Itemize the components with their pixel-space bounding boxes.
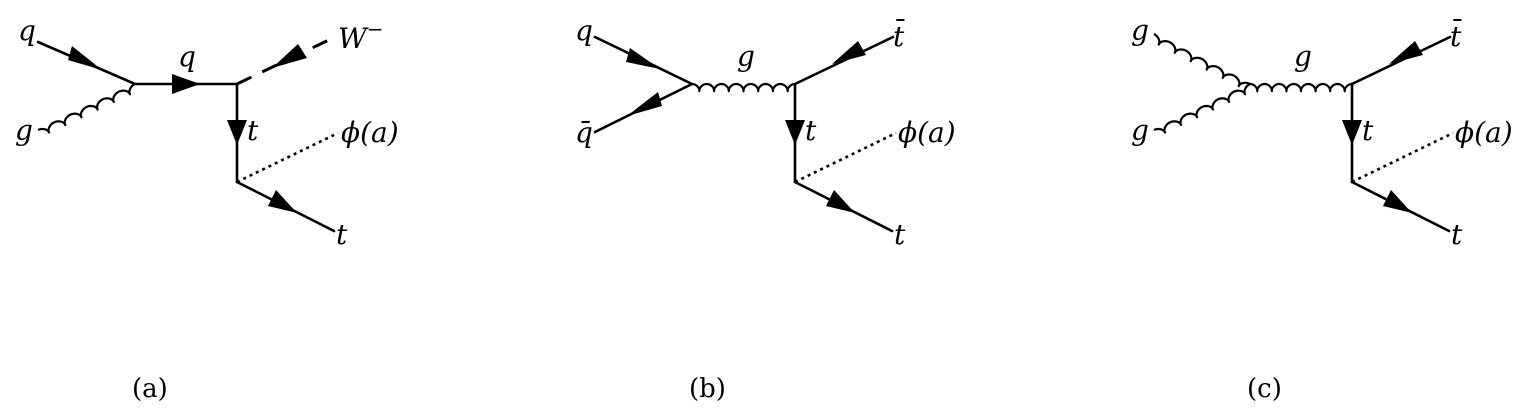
label-out-bottom: t [336, 218, 348, 251]
internal-gluon-line [691, 82, 796, 93]
label-out-top: t̄ [893, 18, 906, 53]
label-in-top: q [18, 14, 36, 47]
label-in-top: g [1131, 14, 1149, 47]
label-scalar: ϕ(a) [341, 116, 399, 149]
label-out-bottom: t [1451, 218, 1463, 251]
label-vertical: t [247, 114, 259, 147]
label-vertical: t [1362, 114, 1374, 147]
antiquark-arrow [627, 92, 662, 116]
w-boson-line [236, 35, 336, 86]
label-internal: g [737, 40, 755, 73]
outgoing-top-arrow [268, 190, 297, 213]
scalar-line [236, 131, 339, 184]
label-internal: g [1294, 40, 1312, 73]
incoming-gluon-top-line [1153, 33, 1251, 88]
diagram-c: g g g t̄ t ϕ(a) t (c) [1131, 14, 1513, 404]
label-out-top: W− [338, 17, 384, 55]
label-vertical: t [805, 114, 817, 147]
top-propagator-arrow [785, 120, 805, 145]
quark-arrow [626, 48, 660, 69]
label-scalar: ϕ(a) [898, 116, 956, 149]
scalar-line [794, 131, 897, 184]
quark-arrow [68, 46, 102, 70]
label-in-bottom: g [1131, 114, 1149, 147]
label-scalar: ϕ(a) [1455, 116, 1513, 149]
label-in-top: q [575, 14, 593, 47]
caption-c: (c) [1247, 374, 1282, 404]
antitop-arrow [832, 41, 866, 64]
outgoing-top-arrow [1383, 190, 1412, 213]
antitop-arrow [1389, 41, 1423, 64]
diagram-b: q q̄ g t̄ t ϕ(a) t (b) [575, 14, 956, 404]
top-propagator-arrow [1342, 120, 1362, 145]
label-in-bottom: q̄ [575, 116, 593, 149]
top-propagator-arrow [227, 120, 247, 145]
label-in-bottom: g [15, 114, 33, 147]
label-internal: q [178, 40, 196, 73]
label-out-bottom: t [894, 218, 906, 251]
caption-a: (a) [132, 374, 168, 404]
internal-quark-arrow [172, 74, 200, 94]
label-w: W [338, 22, 369, 55]
scalar-line [1351, 131, 1454, 184]
internal-gluon-line [1249, 82, 1353, 93]
incoming-gluon-bottom-line [1153, 83, 1251, 134]
incoming-gluon-line [37, 83, 136, 134]
w-boson-arrow [272, 44, 307, 68]
diagram-a: q g q W− t ϕ(a) t (a) [15, 14, 399, 404]
label-out-top: t̄ [1450, 18, 1463, 53]
caption-b: (b) [689, 374, 726, 404]
outgoing-top-arrow [826, 190, 855, 213]
label-w-sup: − [367, 17, 384, 41]
